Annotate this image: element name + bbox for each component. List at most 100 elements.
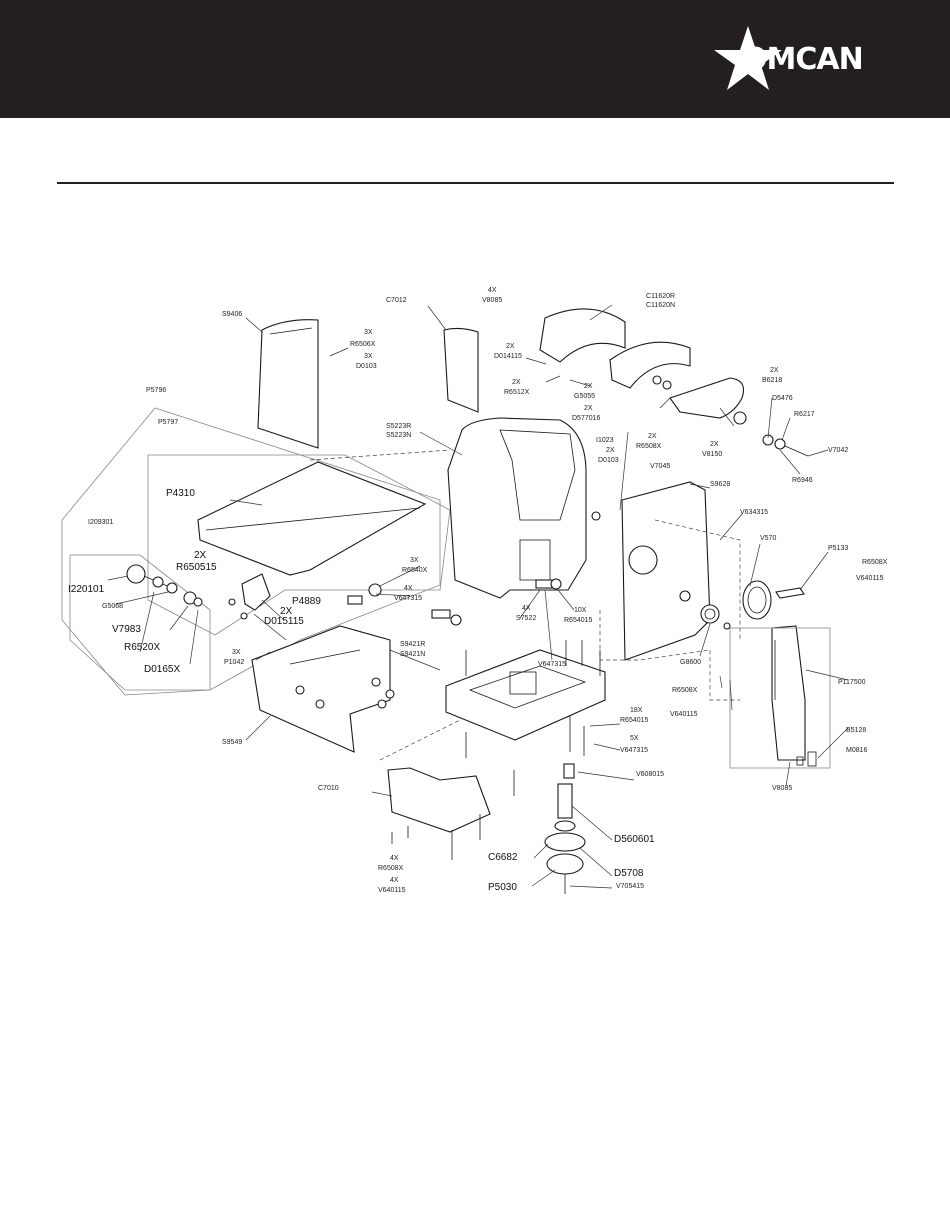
label-r654015-qty: 10X <box>574 607 587 614</box>
label-i1023: I1023 <box>596 437 614 444</box>
label-d577016-qty: 2X <box>584 405 593 412</box>
label-c6682: C6682 <box>488 852 518 863</box>
label-c7012: C7012 <box>386 297 407 304</box>
label-v634315: V634315 <box>740 509 768 516</box>
label-v7983: V7983 <box>112 624 141 635</box>
label-p117500: P117500 <box>838 679 866 686</box>
side-panel-s9406 <box>257 319 319 449</box>
label-r6520x: R6520X <box>124 642 160 653</box>
label-r6508x-qty: 2X <box>648 433 657 440</box>
label-d560601: D560601 <box>614 834 655 845</box>
group-outline-i209301 <box>69 554 211 691</box>
label-p5030: P5030 <box>488 882 517 893</box>
label-c11620r: C11620R <box>646 293 675 300</box>
label-r6506x: R6506X <box>350 341 376 348</box>
label-r6508x-d-qty: 4X <box>390 855 399 862</box>
label-d015115-qty: 2X <box>280 606 293 617</box>
label-d0103-qty: 3X <box>364 353 373 360</box>
label-v647315-a: V647315 <box>394 595 422 602</box>
label-s9421r: S9421R <box>400 641 425 648</box>
label-r6540x-qty: 3X <box>410 557 419 564</box>
label-r6217: R6217 <box>794 411 815 418</box>
plate-c7010 <box>387 767 491 833</box>
label-g5068: G5068 <box>102 603 123 610</box>
label-p4310: P4310 <box>166 488 195 499</box>
label-r6512x: R6512X <box>504 389 530 396</box>
label-r6540x: R6540X <box>402 567 428 574</box>
main-housing-s5223 <box>447 417 587 599</box>
label-p5797: P5797 <box>158 419 178 426</box>
label-b6218: B6218 <box>762 377 782 384</box>
label-v7042: V7042 <box>828 447 848 454</box>
label-s9421n: S9421N <box>400 651 425 658</box>
omcan-star-logo <box>714 26 782 90</box>
label-p1042-qty: 3X <box>232 649 241 656</box>
label-d0103: D0103 <box>356 363 377 370</box>
label-b5128: B5128 <box>846 727 866 734</box>
bracket-p4889 <box>241 573 271 611</box>
label-v8150-qty: 2X <box>710 441 719 448</box>
label-g5055-qty: 2X <box>584 383 593 390</box>
label-p5133: P5133 <box>828 545 848 552</box>
label-v8085-bottom: V8085 <box>772 785 792 792</box>
label-d0103b-qty: 2X <box>606 447 615 454</box>
label-v640115-c-qty: 4X <box>390 877 399 884</box>
tabletop-p4310 <box>197 461 427 576</box>
label-s9406: S9406 <box>222 311 242 318</box>
label-p4889: P4889 <box>292 596 321 607</box>
label-r6508x-c: R6508X <box>672 687 698 694</box>
label-r6946: R6946 <box>792 477 813 484</box>
label-r650515-qty: 2X <box>194 550 207 561</box>
label-r6508x-d: R6508X <box>378 865 404 872</box>
label-v647315c: V647315 <box>620 747 648 754</box>
label-v7045: V7045 <box>650 463 670 470</box>
label-r6508x-a: R6508X <box>636 443 662 450</box>
door-p117500 <box>771 625 806 761</box>
page-header: OMCAN <box>0 0 950 118</box>
label-v705415: V705415 <box>616 883 644 890</box>
base-tray-s9549 <box>251 625 391 753</box>
label-r6506x-qty: 3X <box>364 329 373 336</box>
label-r654015b-qty: 18X <box>630 707 643 714</box>
label-r6512x-qty: 2X <box>512 379 521 386</box>
base-frame-s9421 <box>445 649 606 741</box>
label-v608015: V608015 <box>636 771 664 778</box>
label-c11620n: C11620N <box>646 302 675 309</box>
label-d014115: D014115 <box>494 353 522 360</box>
label-d5476: D5476 <box>772 395 793 402</box>
label-v8085: V8085 <box>482 297 502 304</box>
label-r654015: R654015 <box>564 617 593 624</box>
label-v640115-a: V640115 <box>856 575 884 582</box>
label-r650515: R650515 <box>176 562 217 573</box>
side-panel-c7012 <box>443 327 479 413</box>
label-v647315-qty: 4X <box>404 585 413 592</box>
group-outline-p5797 <box>147 454 451 636</box>
label-r654015b: R654015 <box>620 717 649 724</box>
motor-bracket <box>669 377 745 419</box>
label-v647315-b: V647315 <box>538 661 566 668</box>
label-v8085-qty: 4X <box>488 287 497 294</box>
header-rule <box>57 182 894 184</box>
foot-c6682 <box>544 832 586 852</box>
label-s9628: S9628 <box>710 481 730 488</box>
label-c7010: C7010 <box>318 785 339 792</box>
label-v640115-c: V640115 <box>378 887 406 894</box>
pulley-v570 <box>742 580 772 620</box>
label-d5708: D5708 <box>614 868 644 879</box>
brand-name: OMCAN <box>742 42 864 77</box>
foot-d560601 <box>557 783 573 819</box>
label-s7522-qty: 4X <box>522 605 531 612</box>
label-v8150: V8150 <box>702 451 722 458</box>
belt-cover-c11620 <box>539 308 626 363</box>
label-v640115-b: V640115 <box>670 711 698 718</box>
label-p5796: P5796 <box>146 387 166 394</box>
label-d577016: D577016 <box>572 415 601 422</box>
label-i209301: I209301 <box>88 519 113 526</box>
label-g5055: G5055 <box>574 393 595 400</box>
label-b6218-qty: 2X <box>770 367 779 374</box>
label-r6508x-b: R6508X <box>862 559 888 566</box>
belt-cover-c11620-rear <box>609 341 691 389</box>
label-s5223r: S5223R <box>386 423 411 430</box>
label-g8600: G8600 <box>680 659 701 666</box>
